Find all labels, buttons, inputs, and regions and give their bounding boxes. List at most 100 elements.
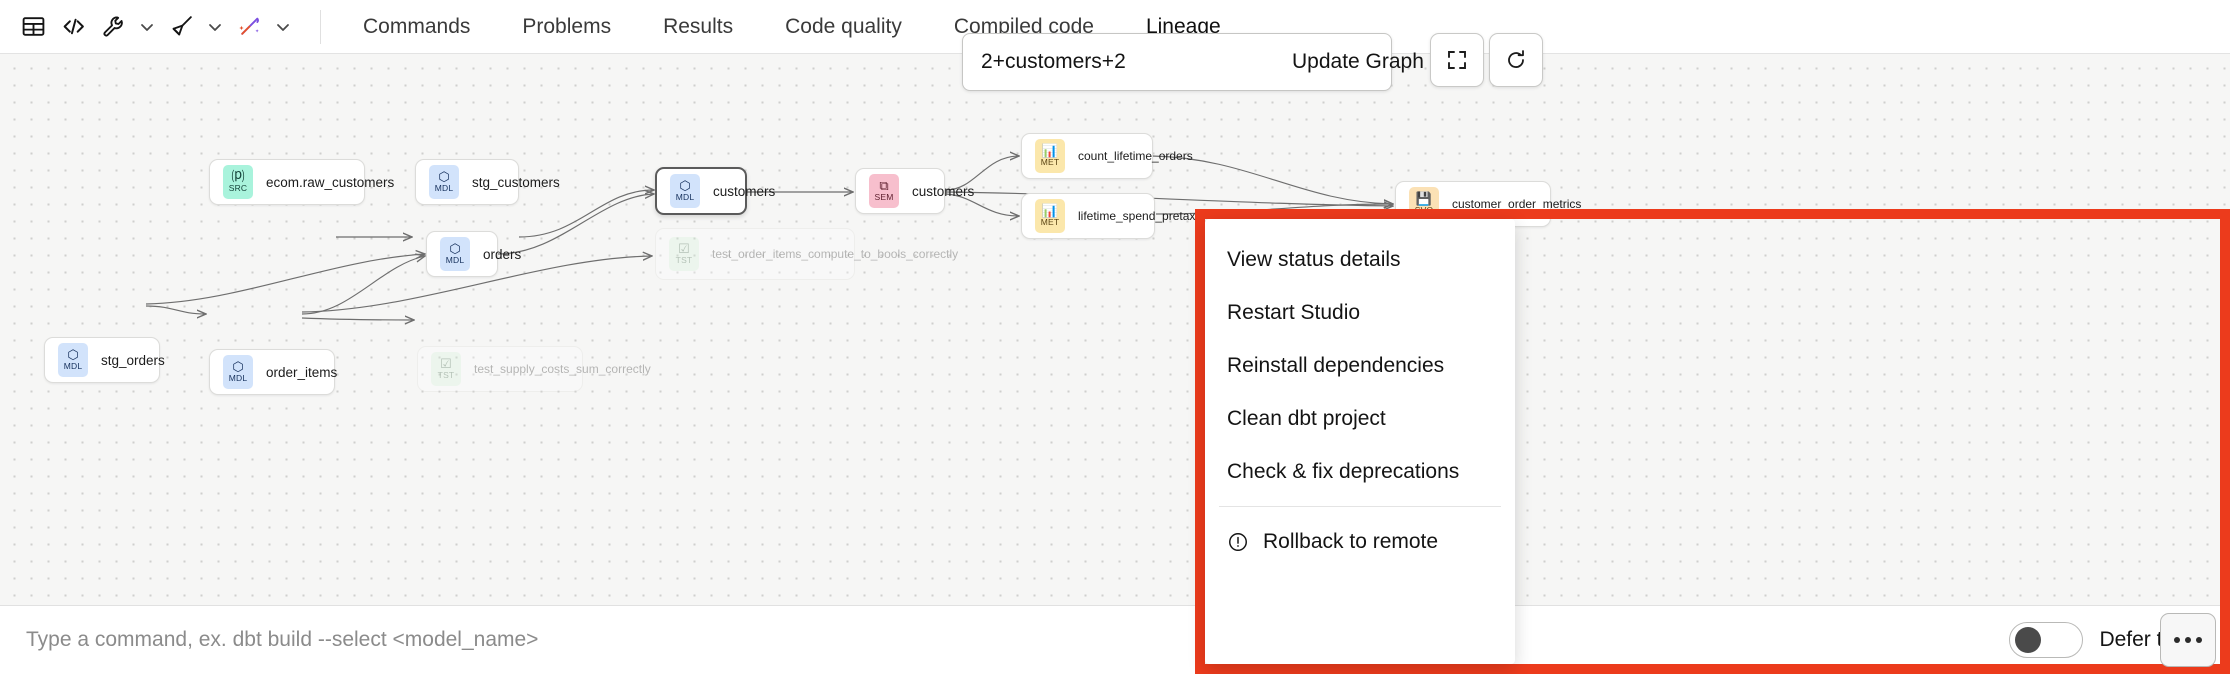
tab-lineage-label: Lineage xyxy=(1145,14,1221,38)
node-type-badge-src: ⒫ SRC xyxy=(223,165,253,199)
tab-problems-label: Problems xyxy=(522,14,612,38)
lineage-node-order-items[interactable]: ⬡ MDL order_items xyxy=(209,349,337,395)
dot-2 xyxy=(2185,637,2191,643)
toolbar-divider xyxy=(320,9,321,44)
tab-compiled-code[interactable]: Compiled code xyxy=(928,0,1120,54)
node-type-badge-mdl: ⬡ MDL xyxy=(670,174,700,208)
dot-3 xyxy=(2196,637,2202,643)
chevron-down-icon-wrench[interactable] xyxy=(134,8,160,46)
tab-results[interactable]: Results xyxy=(637,0,759,54)
cube-icon: ⬡ xyxy=(232,359,244,374)
lineage-node-orders[interactable]: ⬡ MDL orders xyxy=(426,231,521,277)
node-label: test_order_items_compute_to_bools_correc… xyxy=(712,246,959,261)
tab-commands[interactable]: Commands xyxy=(337,0,496,54)
node-type-badge-met: 📊 MET xyxy=(1035,139,1065,173)
warning-circle-icon xyxy=(1227,531,1249,553)
bar-chart-icon: 📊 xyxy=(1041,203,1059,218)
refresh-button[interactable] xyxy=(1489,33,1543,87)
database-icon: ⒫ xyxy=(231,169,245,184)
code-view-icon[interactable] xyxy=(54,8,92,46)
menu-item-label: Reinstall dependencies xyxy=(1227,353,1445,377)
node-label: customer_order_metrics xyxy=(1452,197,1582,211)
semantic-graph-icon: ⧉ xyxy=(879,178,889,193)
graph-selector-input[interactable] xyxy=(963,34,1270,90)
broom-icon[interactable] xyxy=(162,8,200,46)
cube-icon: ⬡ xyxy=(67,347,79,362)
node-type-badge-sem: ⧉ SEM xyxy=(869,174,899,208)
lineage-node-stg-customers[interactable]: ⬡ MDL stg_customers xyxy=(415,159,560,205)
fullscreen-button[interactable] xyxy=(1430,33,1484,87)
defer-toggle-group: Defer to sta xyxy=(2009,622,2230,658)
badge-text: MDL xyxy=(675,192,695,202)
node-label: count_lifetime_orders xyxy=(1078,149,1193,163)
node-label: test_supply_costs_sum_correctly xyxy=(474,362,651,376)
table-view-icon[interactable] xyxy=(14,8,52,46)
lineage-edges xyxy=(145,54,2230,605)
cube-icon: ⬡ xyxy=(679,178,691,193)
checklist-icon: ☑ xyxy=(678,241,690,256)
tab-code-quality-label: Code quality xyxy=(785,14,902,38)
tab-results-label: Results xyxy=(663,14,734,38)
menu-item-label: Restart Studio xyxy=(1227,300,1361,324)
badge-text: MDL xyxy=(445,255,465,265)
node-label: stg_orders xyxy=(101,352,165,368)
tab-code-quality[interactable]: Code quality xyxy=(759,0,928,54)
lineage-node-test-supply-costs[interactable]: ☑ TST test_supply_costs_sum_correctly xyxy=(417,346,651,392)
graph-selector-bar: Update Graph xyxy=(962,33,1424,91)
node-label: customers xyxy=(912,183,975,199)
bar-chart-icon: 📊 xyxy=(1041,143,1059,158)
badge-text: MET xyxy=(1040,157,1060,167)
badge-text: MET xyxy=(1040,217,1060,227)
wrench-icon[interactable] xyxy=(94,8,132,46)
menu-item-check-fix-deprecations[interactable]: Check & fix deprecations xyxy=(1205,445,1515,498)
toolbar-icon-group xyxy=(0,0,306,54)
node-label: orders xyxy=(483,246,522,262)
command-input[interactable] xyxy=(0,628,2010,652)
menu-item-clean-dbt-project[interactable]: Clean dbt project xyxy=(1205,392,1515,445)
chevron-down-icon-broom[interactable] xyxy=(202,8,228,46)
magic-wand-icon[interactable] xyxy=(230,8,268,46)
menu-item-restart-studio[interactable]: Restart Studio xyxy=(1205,286,1515,339)
badge-text: MDL xyxy=(228,373,248,383)
studio-actions-menu: View status details Restart Studio Reins… xyxy=(1205,219,1515,664)
command-bar: Defer to sta xyxy=(0,605,2230,674)
node-type-badge-met: 📊 MET xyxy=(1035,199,1065,233)
badge-text: MDL xyxy=(63,361,83,371)
defer-toggle[interactable] xyxy=(2009,622,2084,658)
cube-icon: ⬡ xyxy=(438,169,450,184)
node-type-badge-svo: 💾 SVO xyxy=(1409,187,1439,221)
badge-text: SRC xyxy=(228,183,248,193)
lineage-node-count-lifetime-orders[interactable]: 📊 MET count_lifetime_orders xyxy=(1021,133,1193,179)
update-graph-button[interactable]: Update Graph xyxy=(1270,34,1446,90)
node-type-badge-mdl: ⬡ MDL xyxy=(58,343,88,377)
lineage-node-customers-model[interactable]: ⬡ MDL customers xyxy=(655,167,775,215)
toggle-knob xyxy=(2015,627,2042,653)
node-label: stg_customers xyxy=(472,174,560,190)
node-type-badge-mdl: ⬡ MDL xyxy=(223,355,253,389)
menu-item-label: Clean dbt project xyxy=(1227,406,1386,430)
tab-problems[interactable]: Problems xyxy=(496,0,637,54)
tab-compiled-code-label: Compiled code xyxy=(953,14,1094,38)
badge-text: MDL xyxy=(434,183,454,193)
update-graph-label: Update Graph xyxy=(1292,50,1424,73)
badge-text: TST xyxy=(437,370,455,380)
cube-icon: ⬡ xyxy=(449,241,461,256)
lineage-node-test-order-items[interactable]: ☑ TST test_order_items_compute_to_bools_… xyxy=(655,228,958,280)
lineage-node-lifetime-spend-pretax[interactable]: 📊 MET lifetime_spend_pretax xyxy=(1021,193,1195,239)
menu-item-label: View status details xyxy=(1227,247,1401,271)
node-type-badge-tst: ☑ TST xyxy=(669,237,699,271)
menu-item-reinstall-dependencies[interactable]: Reinstall dependencies xyxy=(1205,339,1515,392)
lineage-node-ecom-raw-customers[interactable]: ⒫ SRC ecom.raw_customers xyxy=(209,159,394,205)
chevron-down-icon-magic[interactable] xyxy=(270,8,296,46)
node-label: customers xyxy=(713,183,776,199)
lineage-node-stg-orders[interactable]: ⬡ MDL stg_orders xyxy=(44,337,165,383)
node-label: lifetime_spend_pretax xyxy=(1078,209,1196,223)
menu-item-label: Check & fix deprecations xyxy=(1227,459,1460,483)
lineage-canvas[interactable]: ⬡ MDL stg_orders ⬡ MDL order_items ⒫ SRC… xyxy=(0,54,2230,605)
badge-text: TST xyxy=(675,255,693,265)
menu-item-rollback-to-remote[interactable]: Rollback to remote xyxy=(1205,515,1515,568)
menu-item-view-status-details[interactable]: View status details xyxy=(1205,233,1515,286)
node-label: ecom.raw_customers xyxy=(266,174,395,190)
more-actions-button[interactable] xyxy=(2160,613,2216,667)
lineage-node-customers-semantic[interactable]: ⧉ SEM customers xyxy=(855,168,974,214)
